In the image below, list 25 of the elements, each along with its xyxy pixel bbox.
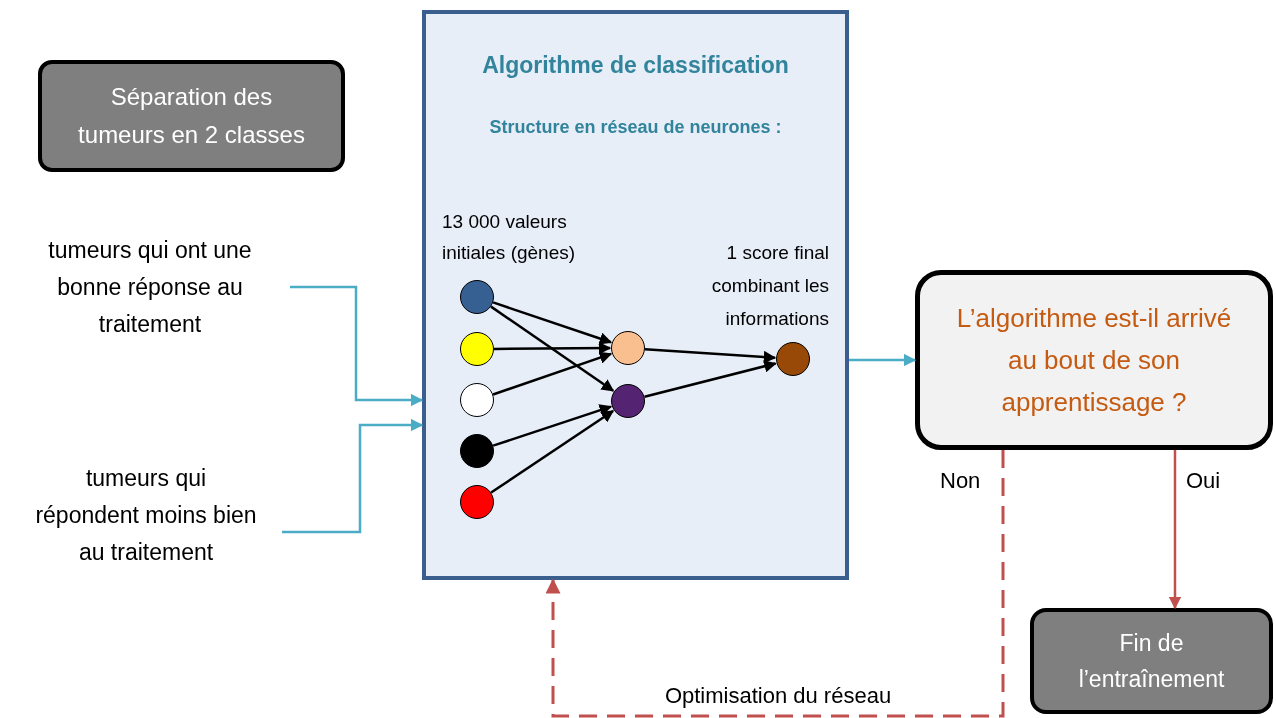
end-box: Fin de l’entraînement	[1030, 608, 1273, 714]
arrow	[490, 305, 615, 392]
box-subtitle: Structure en réseau de neurones :	[488, 116, 783, 139]
arrow	[644, 347, 777, 364]
input-label: tumeurs qui ont une bonne réponse au traitement	[47, 235, 253, 339]
algorithm-panel	[422, 10, 849, 580]
arrow	[644, 360, 777, 399]
branch-label: Oui	[1186, 467, 1221, 495]
arrow	[494, 341, 612, 355]
decision-box: L’algorithme est-il arrivé au bout de son apprentissage ?	[915, 270, 1273, 450]
process-box: Séparation des tumeurs en 2 classes	[38, 60, 345, 172]
arrow	[290, 285, 424, 407]
arrow	[490, 409, 615, 494]
arrow	[849, 353, 917, 367]
dashed-arrow	[545, 450, 1005, 718]
arrow	[492, 351, 613, 396]
input-layer-label: 13 000 valeurs initiales (gènes)	[442, 210, 577, 265]
arrow	[1168, 450, 1182, 610]
input-label: tumeurs qui répondent moins bien au traitement	[34, 463, 258, 567]
box-title: Algorithme de classification	[481, 51, 790, 80]
arrow	[492, 404, 613, 447]
output-layer-label: 1 score final combinant les informations	[710, 241, 829, 331]
arrow	[282, 418, 424, 534]
branch-label: Non	[940, 467, 981, 495]
arrow	[492, 301, 613, 345]
